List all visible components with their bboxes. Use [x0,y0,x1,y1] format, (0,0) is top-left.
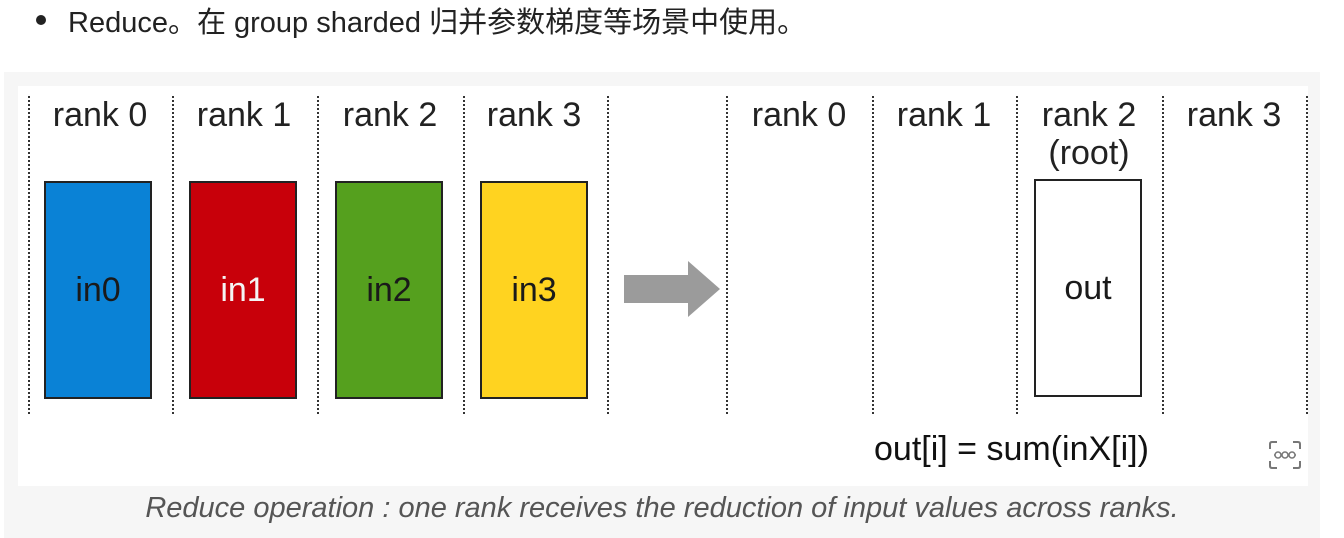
input-label: in1 [220,270,266,309]
rank-divider [1162,96,1164,414]
rank-label-left-2: rank 2 [342,96,438,134]
reduce-figure: rank 0 rank 1 rank 2 rank 3 rank 0 rank … [4,72,1320,538]
rank-divider [726,96,728,414]
rank-divider [1016,96,1018,414]
reduce-formula: out[i] = sum(inX[i]) [874,430,1149,468]
input-box-in3: in3 [480,181,588,399]
figure-caption: Reduce operation : one rank receives the… [145,492,1179,524]
bullet-item: Reduce。在 group sharded 归并参数梯度等场景中使用。 [36,0,806,40]
input-label: in0 [75,270,121,309]
ocr-icon[interactable] [1264,434,1306,476]
output-label: out [1064,268,1112,307]
right-arrow-icon [624,261,720,317]
rank-divider [28,96,30,414]
rank-divider [607,96,609,414]
input-box-in0: in0 [44,181,152,399]
rank-divider [317,96,319,414]
rank-label-right-1: rank 1 [896,96,992,134]
input-box-in1: in1 [189,181,297,399]
output-box-out: out [1034,179,1142,397]
rank-label-left-1: rank 1 [196,96,292,134]
rank-divider [463,96,465,414]
rank-divider [1306,96,1308,414]
bullet-text: Reduce。在 group sharded 归并参数梯度等场景中使用。 [68,7,807,39]
bullet-dot [36,15,46,25]
rank-divider [172,96,174,414]
diagram-panel: rank 0 rank 1 rank 2 rank 3 rank 0 rank … [18,86,1308,486]
rank-label-right-0: rank 0 [751,96,847,134]
input-box-in2: in2 [335,181,443,399]
rank-label-right-2: rank 2 [1041,96,1137,134]
input-label: in2 [366,270,412,309]
rank-label-left-0: rank 0 [52,96,148,134]
rank-label-right-3: rank 3 [1186,96,1282,134]
root-label: (root) [1048,134,1130,172]
rank-label-left-3: rank 3 [486,96,582,134]
rank-divider [872,96,874,414]
input-label: in3 [511,270,557,309]
